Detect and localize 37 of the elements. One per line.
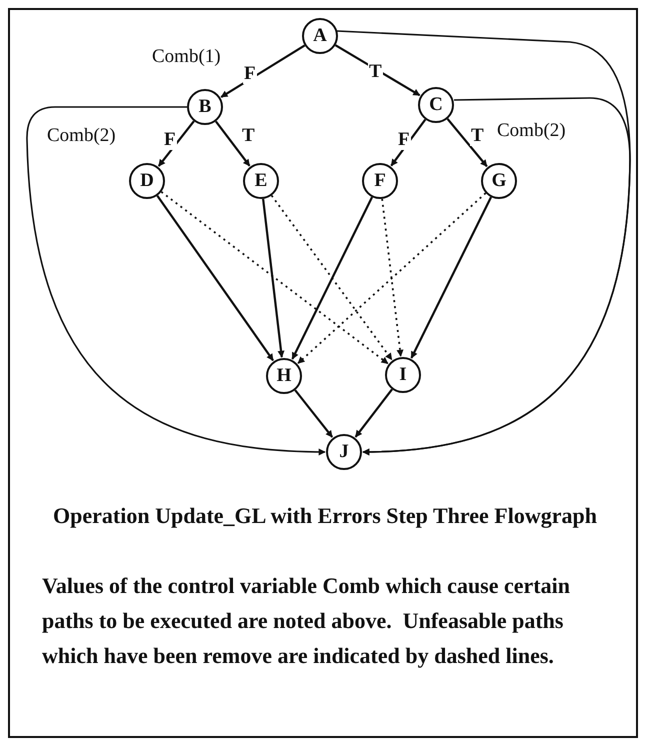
- node-circle: B: [187, 89, 223, 125]
- condition-label: Comb(1): [152, 46, 221, 68]
- dotted-arrow: [381, 198, 404, 357]
- condition-label: Comb(2): [47, 125, 116, 147]
- arrow: [446, 118, 488, 168]
- arrow: [156, 195, 274, 362]
- arrow: [26, 106, 326, 456]
- node-circle: F: [362, 163, 398, 199]
- condition-label: Comb(2): [497, 120, 566, 142]
- node-circle: E: [243, 163, 279, 199]
- edge-label: F: [397, 130, 411, 150]
- node-circle: G: [481, 163, 517, 199]
- arrow: [220, 44, 306, 98]
- arrow: [354, 388, 393, 438]
- arrow: [214, 120, 250, 167]
- node-circle: A: [302, 18, 338, 54]
- title: Operation Update_GL with Errors Step Three Flowgraph: [52, 502, 598, 530]
- arrow: [294, 389, 334, 438]
- dotted-arrow: [270, 195, 392, 360]
- edge-label: F: [243, 64, 257, 84]
- node-circle: J: [326, 434, 362, 470]
- dotted-arrow: [160, 191, 388, 364]
- arrow: [262, 198, 284, 358]
- dotted-arrow: [297, 192, 486, 364]
- node-circle: H: [266, 358, 302, 394]
- node-circle: D: [129, 163, 165, 199]
- arrow: [410, 196, 492, 359]
- arrow: [362, 97, 631, 456]
- node-circle: I: [385, 357, 421, 393]
- node-circle: C: [418, 87, 454, 123]
- arrow: [291, 196, 374, 360]
- caption: Values of the control variable Comb which cause certain paths to be executed are noted above. Unfeasable paths which have been remove are indicated by dashed lines.: [42, 572, 571, 670]
- edge-label: F: [163, 130, 177, 150]
- arrow: [158, 120, 195, 167]
- arrow: [390, 118, 426, 166]
- arrow: [334, 44, 420, 96]
- edge-label: T: [470, 126, 485, 146]
